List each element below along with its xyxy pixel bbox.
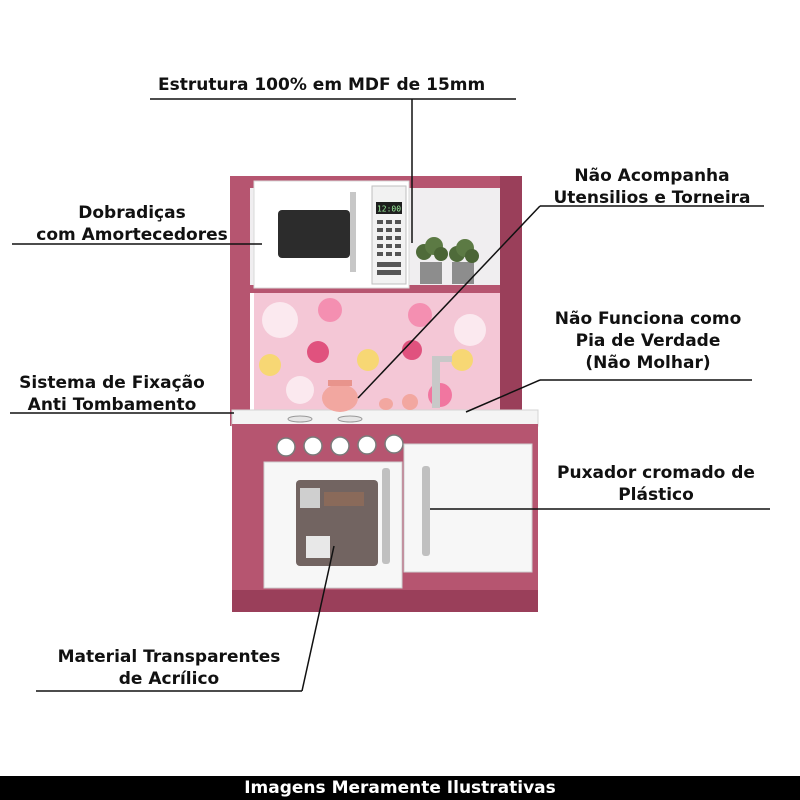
label-nao-funciona-line3: (Não Molhar) xyxy=(585,353,711,373)
stove-knobs xyxy=(276,434,404,457)
microwave-display xyxy=(376,202,402,214)
label-nao-acompanha: Não Acompanha Utensilios e Torneira xyxy=(544,165,760,209)
label-material-line2: de Acrílico xyxy=(118,669,220,689)
label-dobradicas-line1: Dobradiças xyxy=(78,203,186,223)
oven-door xyxy=(263,461,403,589)
fairy-backsplash xyxy=(254,293,500,411)
disclaimer-footer: Imagens Meramente Ilustrativas xyxy=(0,776,800,800)
label-puxador: Puxador cromado de Plástico xyxy=(546,462,766,506)
label-dobradicas: Dobradiças com Amortecedores xyxy=(14,202,250,246)
label-fixacao-line2: Anti Tombamento xyxy=(27,395,197,415)
potted-plants xyxy=(416,237,479,284)
cabinet-door xyxy=(403,443,533,573)
label-fixacao-line1: Sistema de Fixação xyxy=(19,373,205,393)
label-puxador-line2: Plástico xyxy=(618,485,694,505)
label-nao-funciona: Não Funciona como Pia de Verdade (Não Mo… xyxy=(544,308,752,374)
label-fixacao: Sistema de Fixação Anti Tombamento xyxy=(8,372,216,416)
microwave: 12:00 xyxy=(253,180,410,289)
label-material: Material Transparentes de Acrílico xyxy=(44,646,294,690)
label-estrutura: Estrutura 100% em MDF de 15mm xyxy=(158,75,486,95)
label-nao-funciona-line1: Não Funciona como xyxy=(554,309,742,329)
microwave-clock: 12:00 xyxy=(377,205,401,214)
label-nao-funciona-line2: Pia de Verdade xyxy=(575,331,721,351)
label-nao-acompanha-line2: Utensilios e Torneira xyxy=(553,188,751,208)
label-dobradicas-line2: com Amortecedores xyxy=(36,225,228,245)
label-material-line1: Material Transparentes xyxy=(57,647,281,667)
label-nao-acompanha-line1: Não Acompanha xyxy=(574,166,730,186)
label-puxador-line1: Puxador cromado de xyxy=(557,463,755,483)
callout-lines xyxy=(10,98,770,692)
